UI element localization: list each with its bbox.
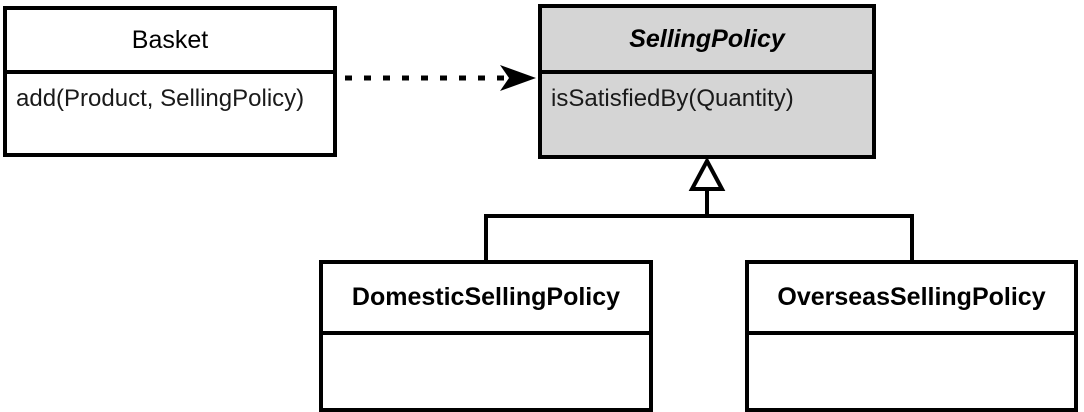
- class-box-selling-policy[interactable]: SellingPolicy isSatisfiedBy(Quantity): [538, 4, 876, 159]
- dependency-arrowhead-icon: [500, 65, 536, 91]
- class-members-basket: add(Product, SellingPolicy): [7, 74, 333, 153]
- generalization-edges: [484, 156, 914, 262]
- member-item: add(Product, SellingPolicy): [16, 85, 305, 112]
- generalization-hollow-triangle-icon: [688, 156, 726, 191]
- class-members-domestic-selling-policy: [323, 335, 649, 408]
- class-name-selling-policy: SellingPolicy: [629, 24, 785, 53]
- class-box-basket[interactable]: Basket add(Product, SellingPolicy): [3, 6, 337, 157]
- class-box-overseas-selling-policy[interactable]: OverseasSellingPolicy: [745, 260, 1078, 412]
- compartment-divider: [7, 70, 333, 74]
- class-name-basket: Basket: [131, 25, 209, 54]
- class-name-domestic-selling-policy: DomesticSellingPolicy: [351, 283, 621, 311]
- compartment-divider: [542, 70, 872, 74]
- class-members-overseas-selling-policy: [749, 335, 1074, 408]
- dependency-edge-basket-to-sellingpolicy: [345, 65, 536, 91]
- class-box-domestic-selling-policy[interactable]: DomesticSellingPolicy: [319, 260, 653, 412]
- class-members-selling-policy: isSatisfiedBy(Quantity): [542, 74, 872, 155]
- member-item: isSatisfiedBy(Quantity): [551, 85, 794, 112]
- compartment-divider: [749, 331, 1074, 335]
- compartment-divider: [323, 331, 649, 335]
- class-name-overseas-selling-policy: OverseasSellingPolicy: [777, 283, 1046, 311]
